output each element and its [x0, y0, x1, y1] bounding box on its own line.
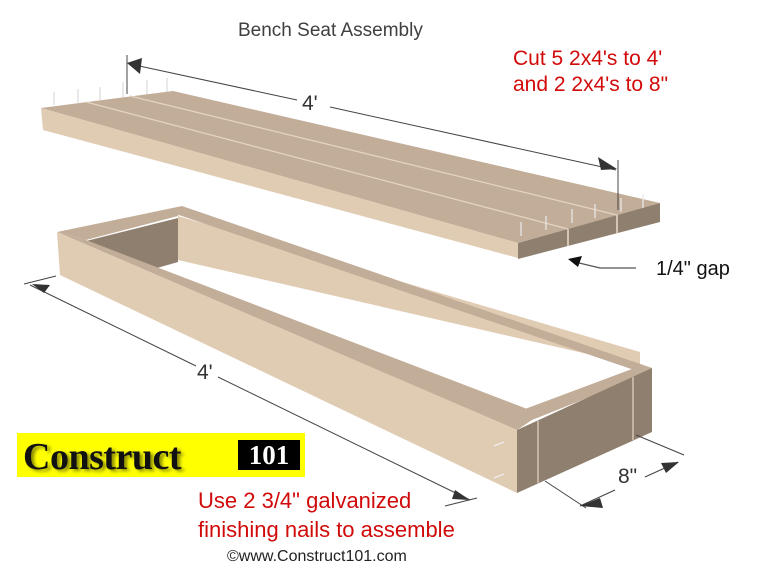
frame-length-dimension [23, 275, 478, 507]
seat-length-label: 4' [302, 92, 318, 115]
nail-note-line-1: Use 2 3/4" galvanized [198, 488, 412, 513]
frame-width-label: 8" [618, 465, 638, 488]
construct101-logo: Construct 101 [17, 433, 305, 478]
diagram-title: Bench Seat Assembly [238, 20, 423, 41]
gap-pointer [568, 256, 636, 269]
cut-list-line-2: and 2 2x4's to 8" [513, 73, 669, 96]
slat-gap-label: 1/4" gap [656, 258, 730, 280]
seat-slats [41, 78, 660, 259]
frame-width-dimension [544, 434, 685, 509]
copyright-text: ©www.Construct101.com [227, 548, 407, 565]
logo-number-badge: 101 [238, 440, 300, 470]
logo-wordmark: Construct [23, 436, 182, 478]
frame-length-label: 4' [197, 361, 213, 384]
nail-note-line-2: finishing nails to assemble [198, 517, 455, 542]
seat-length-dimension [126, 55, 619, 210]
frame-assembly [57, 206, 652, 493]
cut-list-line-1: Cut 5 2x4's to 4' [513, 47, 663, 70]
